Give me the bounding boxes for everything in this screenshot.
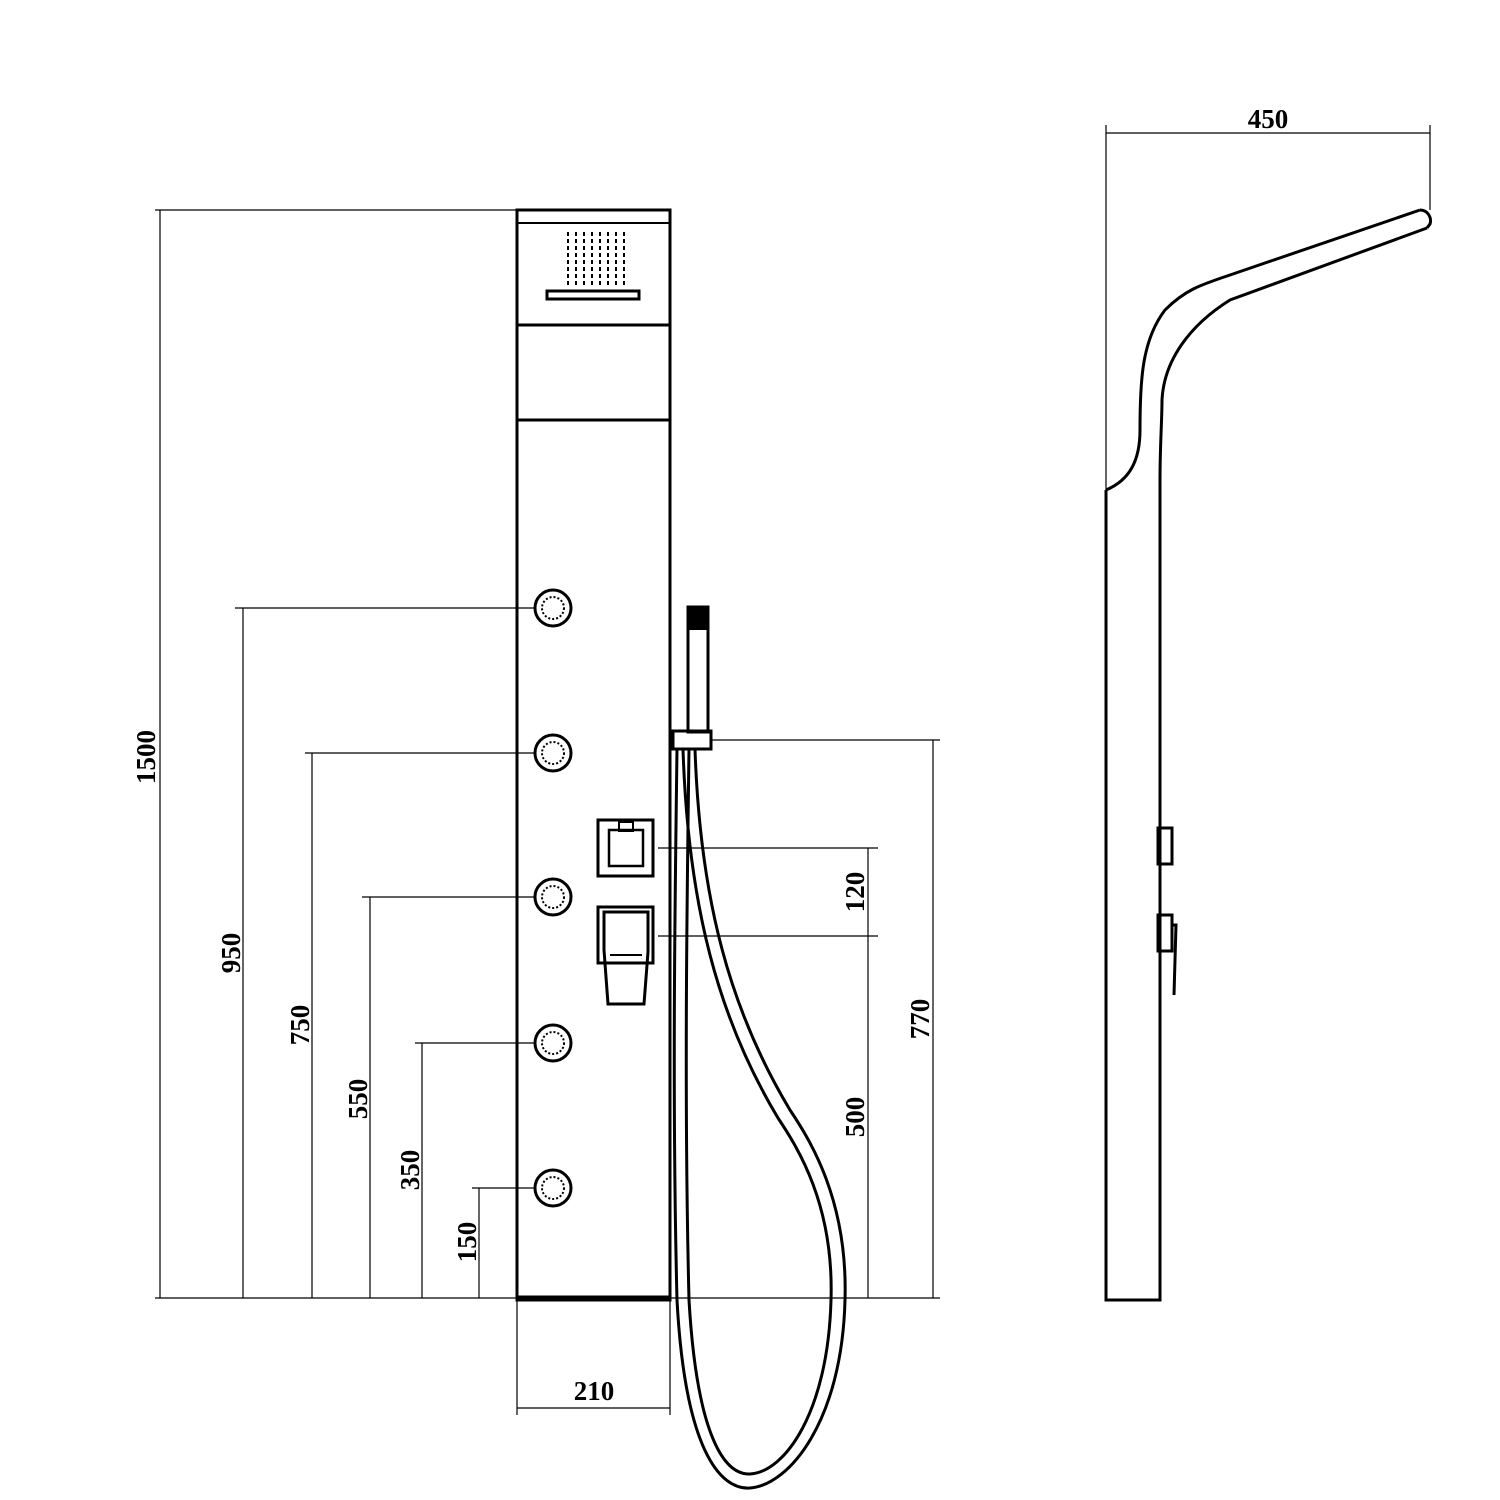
body-jet-icon [533, 733, 573, 773]
dimension-projection-depth: 450 [1105, 104, 1431, 490]
side-mixer-lever-icon [1156, 913, 1178, 996]
dim-label-950: 950 [216, 933, 246, 974]
front-view: 1500 950 750 550 350 150 210 [131, 208, 940, 1490]
dim-label-1500: 1500 [131, 730, 161, 784]
mixer-lever-icon [596, 905, 655, 1006]
panel-body [515, 208, 672, 1302]
dimension-valves: 120 500 770 [658, 739, 940, 1299]
dimension-jet-heights: 950 750 550 350 150 [216, 607, 535, 1298]
body-jet-icon [533, 1168, 573, 1208]
dim-label-770: 770 [905, 999, 935, 1040]
dim-label-550: 550 [343, 1079, 373, 1120]
dimension-panel-width: 210 [516, 1300, 671, 1415]
dim-label-450: 450 [1248, 104, 1289, 134]
dim-label-120: 120 [840, 872, 870, 913]
diverter-valve-icon [596, 818, 655, 878]
dim-label-210: 210 [574, 1376, 615, 1406]
body-jet-icon [533, 1023, 573, 1063]
rain-shower-head-icon [545, 232, 641, 301]
hand-shower-icon [671, 605, 847, 1490]
dim-label-150: 150 [452, 1222, 482, 1263]
dim-label-750: 750 [285, 1005, 315, 1046]
dim-label-500: 500 [840, 1097, 870, 1138]
side-profile [1104, 208, 1432, 1302]
body-jet-icon [533, 588, 573, 628]
body-jet-icon [533, 877, 573, 917]
side-valve-knob-icon [1156, 826, 1174, 866]
dimension-total-height: 1500 [131, 209, 517, 1299]
side-view: 450 [1104, 104, 1432, 1302]
dim-label-350: 350 [395, 1150, 425, 1191]
